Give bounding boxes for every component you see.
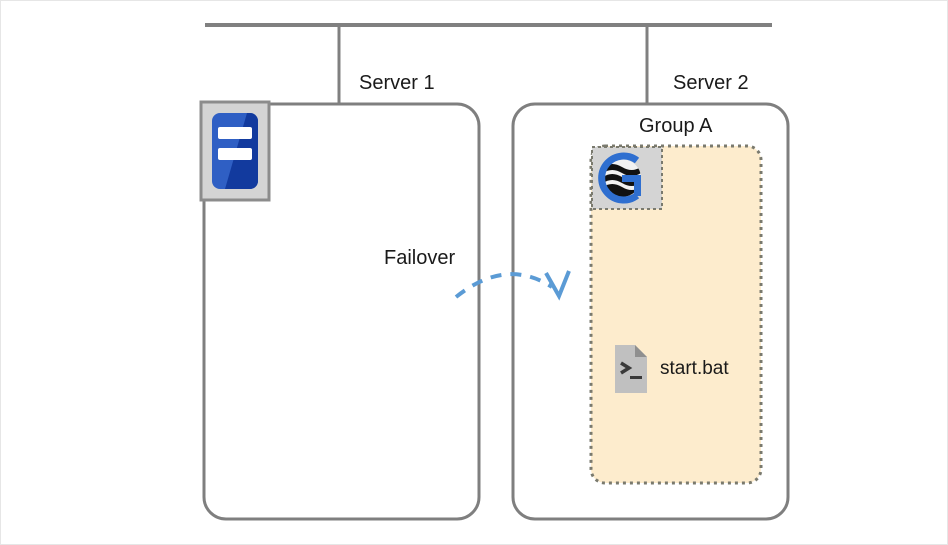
group-resource-icon[interactable]	[591, 146, 663, 210]
failover-label: Failover	[384, 247, 456, 269]
network-backbone	[205, 23, 772, 105]
group-a-box[interactable]	[589, 144, 763, 485]
letter-g-stem	[634, 175, 641, 196]
cluster-server-bar-top	[218, 127, 252, 139]
cluster-server-icon[interactable]	[199, 100, 271, 202]
failover-arrow	[454, 270, 571, 301]
group-a-label: Group A	[639, 115, 713, 137]
server-1-box[interactable]	[202, 102, 481, 521]
server-1-label: Server 1	[359, 72, 435, 94]
letter-g-bar	[622, 175, 641, 182]
start-bat-file-icon[interactable]	[615, 345, 647, 393]
start-bat-label: start.bat	[660, 358, 729, 379]
server-2-label: Server 2	[673, 72, 749, 94]
prompt-caret	[620, 361, 633, 375]
cluster-server-bar-bottom	[218, 148, 252, 160]
file-fold-corner	[635, 345, 647, 357]
prompt-underscore	[630, 376, 642, 379]
failover-arrowhead	[544, 270, 571, 301]
letter-g-arc	[598, 152, 640, 204]
